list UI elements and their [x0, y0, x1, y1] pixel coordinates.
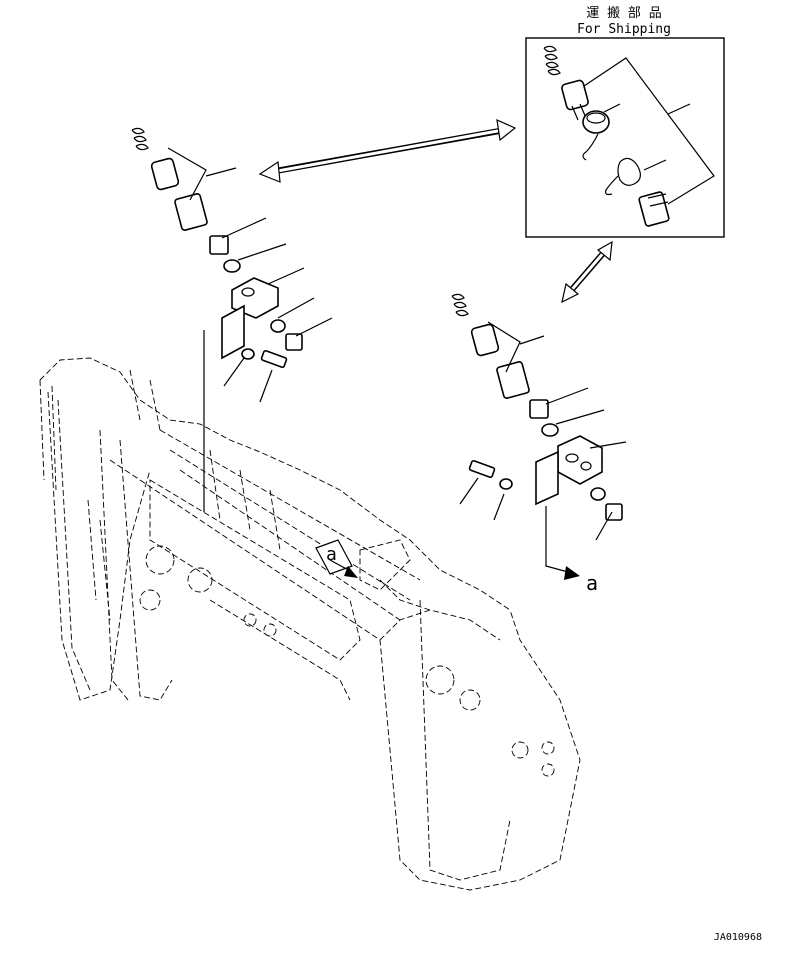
double-arrow-lower [561, 240, 613, 304]
lower-fitting-icon [638, 191, 670, 227]
shipping-box [525, 37, 725, 238]
shipping-box-parts [543, 45, 715, 227]
double-arrow-upper [258, 119, 517, 183]
view-label-main: a [326, 544, 337, 565]
spring-fitting-icon [543, 45, 561, 76]
machine-frame [39, 357, 581, 891]
shipping-label-jp: 運 搬 部 品 [586, 6, 661, 21]
view-label-detail: a [586, 571, 598, 595]
view-arrow-main [315, 539, 358, 578]
drawing-id: JA010968 [714, 932, 762, 943]
plug-icon [605, 157, 641, 196]
coupler-icon [561, 79, 589, 121]
dust-cap-icon [582, 110, 610, 161]
left-valve-assembly [131, 127, 333, 512]
shipping-label-en: For Shipping [577, 22, 671, 37]
right-valve-assembly [451, 293, 627, 580]
